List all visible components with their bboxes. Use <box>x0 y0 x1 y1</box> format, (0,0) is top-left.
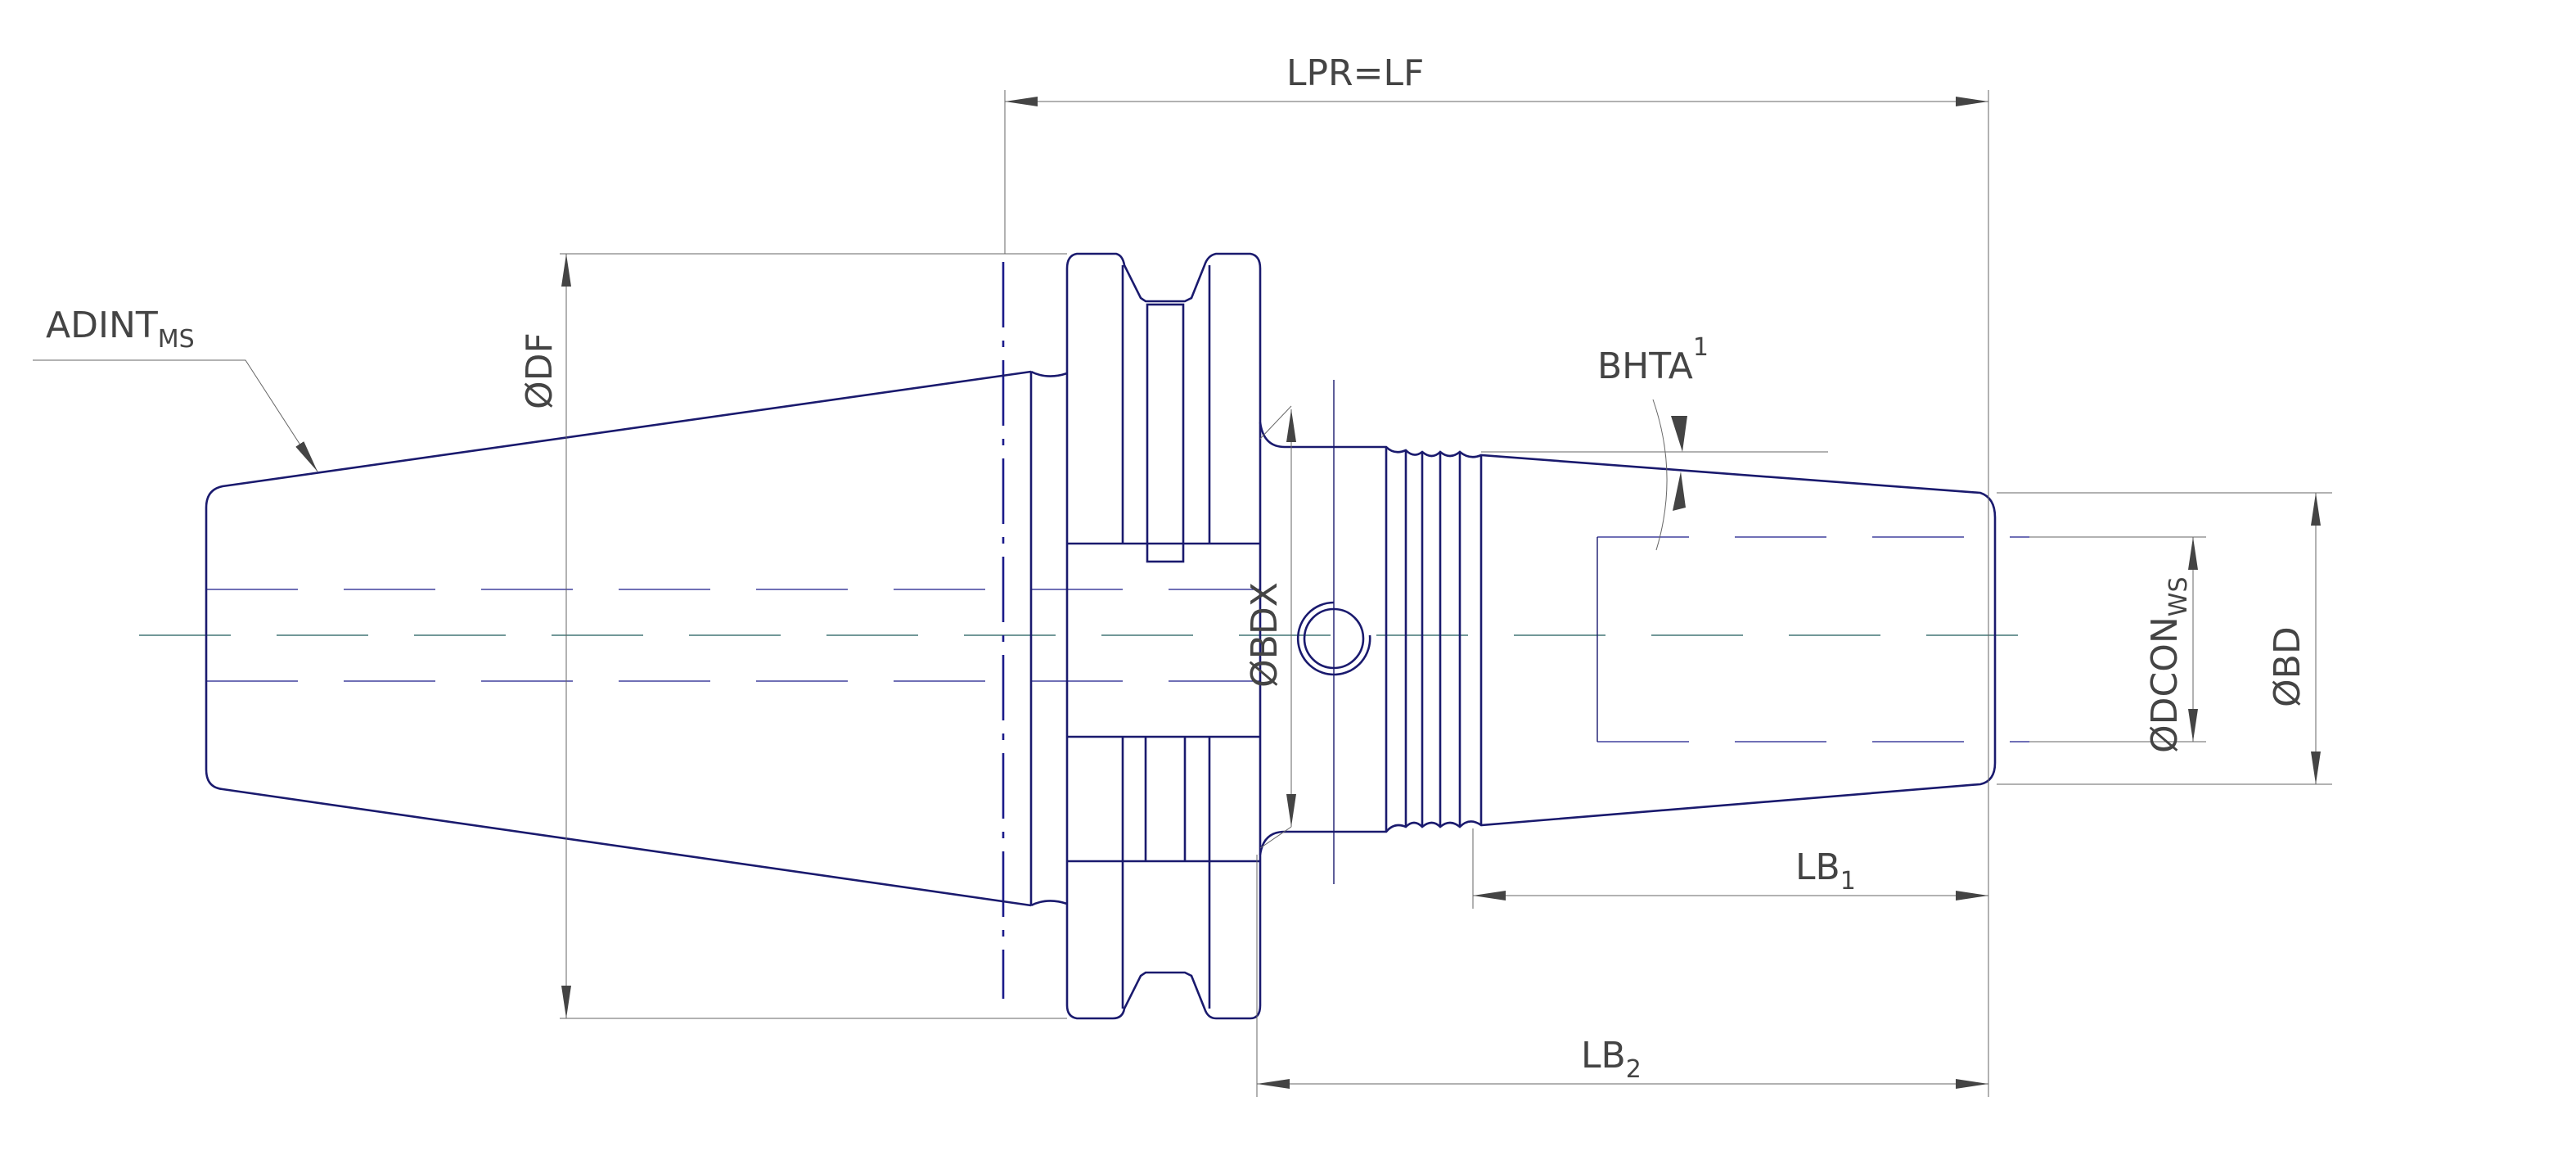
hidden-bore-lines <box>206 262 2029 999</box>
dim-lb2: LB2 <box>1256 855 1988 1097</box>
dim-bhta: BHTA1 <box>1481 333 1828 551</box>
label-lb2: LB <box>1581 1035 1626 1077</box>
svg-text:ADINTMS: ADINTMS <box>46 305 195 354</box>
label-dcon-sub: WS <box>2164 576 2193 616</box>
label-adint-sub: MS <box>158 325 195 354</box>
svg-text:LB1: LB1 <box>1795 846 1856 896</box>
svg-text:BHTA1: BHTA1 <box>1597 333 1709 387</box>
dim-lb1: LB1 <box>1472 828 1988 909</box>
svg-text:LB2: LB2 <box>1581 1035 1642 1084</box>
label-lb2-sub: 2 <box>1626 1055 1642 1084</box>
hole-icon <box>1296 601 1371 676</box>
neck-body <box>1259 422 1997 855</box>
dim-bd: ØBD <box>1997 492 2332 785</box>
taper-shank <box>205 370 1033 907</box>
label-bd: ØBD <box>2267 626 2308 707</box>
dim-lpr-lf: LPR=LF <box>1004 52 1989 1097</box>
dim-df: ØDF <box>519 253 1067 1019</box>
label-lb1: LB <box>1795 846 1840 888</box>
dim-bdx: ØBDX <box>1244 405 1296 849</box>
label-bdx: ØBDX <box>1244 582 1286 688</box>
label-bhta-sup: 1 <box>1693 333 1709 362</box>
label-adint: ADINT <box>46 305 158 346</box>
label-lb1-sub: 1 <box>1840 867 1856 896</box>
dim-adint: ADINTMS <box>33 305 318 472</box>
label-dcon: ØDCON <box>2144 616 2186 753</box>
dim-dcon: ØDCONWS <box>2029 536 2206 753</box>
label-df: ØDF <box>519 332 561 409</box>
label-bhta: BHTA <box>1597 345 1693 387</box>
label-lpr-lf: LPR=LF <box>1286 52 1424 94</box>
flange <box>1065 252 1262 1020</box>
svg-text:ØDCONWS: ØDCONWS <box>2144 576 2193 753</box>
